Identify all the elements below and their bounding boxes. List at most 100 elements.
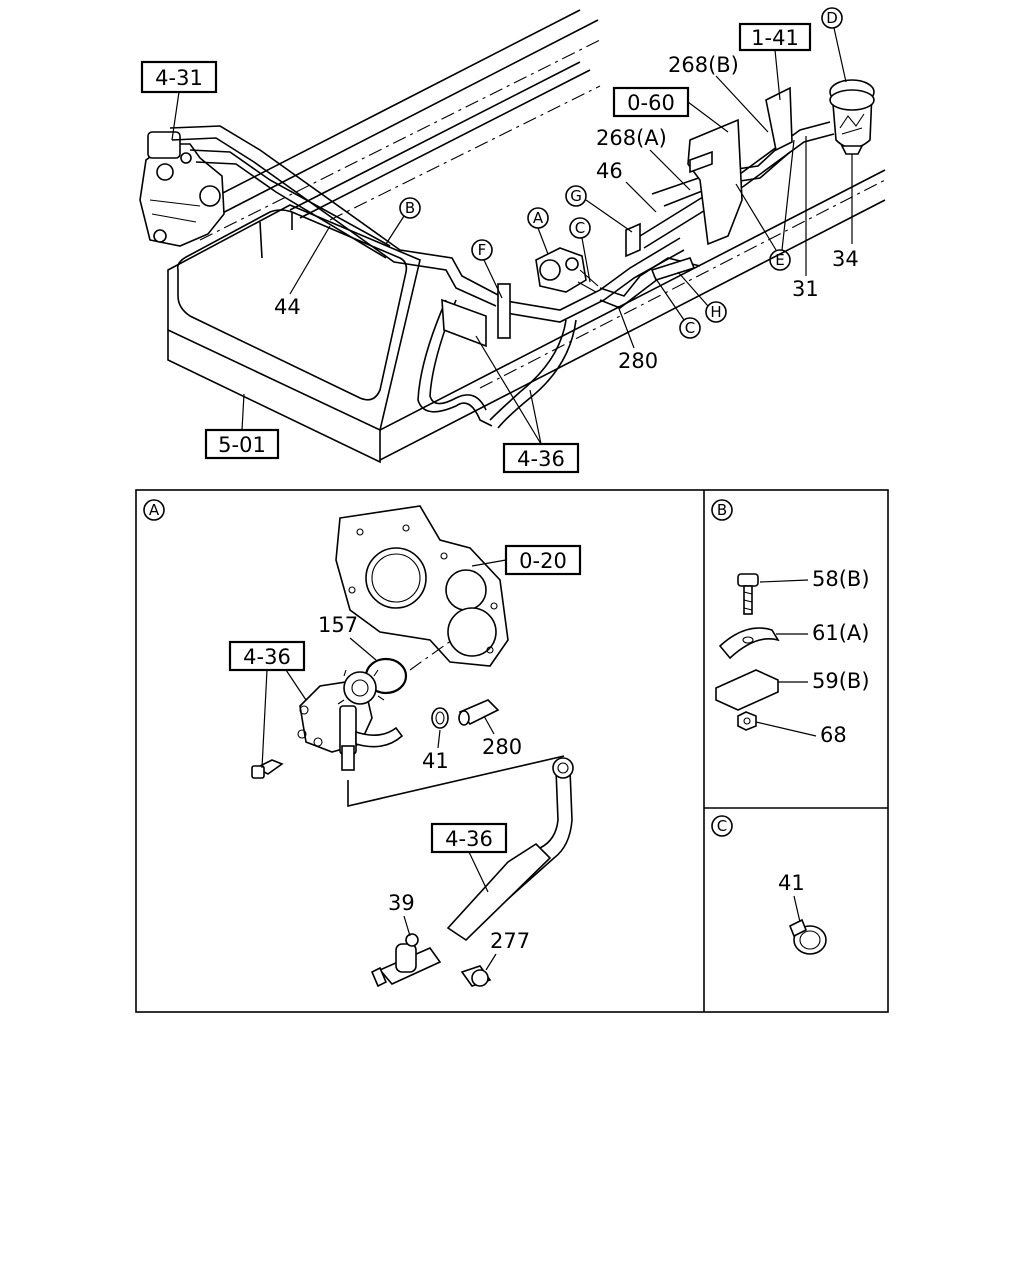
callout-41-detail: 41: [422, 729, 449, 773]
callout-157: 157: [318, 613, 377, 661]
circle-letter-c-detail: C: [711, 815, 733, 837]
return-hoses: [417, 299, 577, 429]
ref-label: 4-31: [155, 66, 203, 90]
nut-68: [737, 711, 757, 731]
svg-text:58(B): 58(B): [812, 567, 870, 591]
detail-a: A: [143, 499, 582, 988]
svg-text:39: 39: [388, 891, 415, 915]
svg-text:61(A): 61(A): [812, 621, 869, 645]
circle-letter-b-detail: B: [711, 499, 733, 521]
svg-text:C: C: [685, 319, 695, 337]
svg-text:31: 31: [792, 277, 819, 301]
circle-letter-f-top: F: [471, 239, 503, 299]
callout-58b: 58(B): [759, 567, 870, 591]
frame-rails: [169, 9, 886, 461]
ref-box-4-36-top: 4-36: [475, 335, 580, 474]
callout-280-detail: 280: [482, 715, 522, 759]
clamp-41: [431, 707, 449, 729]
pump-assembly: [535, 247, 599, 293]
ref-label: 1-41: [751, 26, 799, 50]
circle-letter-b-top: B: [385, 197, 421, 245]
circle-letter-g-top: G: [565, 185, 633, 233]
crossmember: [167, 204, 421, 464]
ref-box-4-36-detail2: 4-36: [430, 822, 508, 893]
brackets: [441, 86, 793, 348]
svg-text:C: C: [717, 817, 727, 835]
callout-59b: 59(B): [778, 669, 870, 693]
svg-text:280: 280: [482, 735, 522, 759]
ref-label: 0-20: [519, 549, 567, 573]
callout-39: 39: [388, 891, 415, 937]
circle-letter-h-top: H: [677, 271, 727, 323]
bolt-pump: [251, 759, 284, 779]
svg-text:B: B: [405, 199, 415, 217]
svg-text:C: C: [575, 219, 585, 237]
callout-34: 34: [832, 154, 859, 271]
bracket-59b: [715, 669, 779, 711]
ref-label: 0-60: [627, 91, 675, 115]
circle-letter-e-top: E: [735, 139, 795, 271]
circle-letter-c-top2: C: [653, 275, 701, 339]
ref-label: 4-36: [445, 827, 493, 851]
svg-text:H: H: [710, 303, 721, 321]
svg-text:B: B: [717, 501, 727, 519]
svg-text:44: 44: [274, 295, 301, 319]
svg-text:D: D: [826, 9, 838, 27]
circle-letter-c-top1: C: [569, 217, 591, 283]
svg-text:268(A): 268(A): [596, 126, 667, 150]
svg-text:157: 157: [318, 613, 358, 637]
svg-text:A: A: [149, 501, 160, 519]
ref-box-1-41: 1-41: [738, 22, 812, 101]
steering-gear-box: [139, 131, 225, 247]
svg-text:A: A: [533, 209, 544, 227]
ref-box-4-31: 4-31: [140, 60, 218, 141]
ref-label: 4-36: [243, 645, 291, 669]
suction-hose: [347, 755, 574, 942]
ref-label: 4-36: [517, 447, 565, 471]
hose-run-44: [169, 125, 501, 307]
hose-280-detail: [458, 699, 500, 726]
callout-280-top: 280: [617, 305, 658, 373]
ref-box-4-36-detail1: 4-36: [228, 640, 307, 769]
callout-41-c: 41: [778, 871, 805, 923]
callout-31: 31: [792, 136, 819, 301]
ref-box-5-01: 5-01: [204, 393, 280, 460]
callout-68: 68: [755, 721, 847, 747]
callout-44: 44: [274, 225, 331, 319]
circle-letter-a-top: A: [527, 207, 549, 255]
hose-clamp-41: [788, 918, 827, 955]
circle-letter-a-detail: A: [143, 499, 165, 521]
svg-text:41: 41: [778, 871, 805, 895]
clip-61a: [718, 627, 780, 660]
svg-text:E: E: [775, 251, 784, 269]
gear-case-cover: [335, 505, 509, 667]
bolt-58b: [737, 573, 759, 615]
svg-text:G: G: [570, 187, 582, 205]
detail-b: B 58(B) 61(A) 59(B): [711, 499, 870, 747]
ref-label: 5-01: [218, 433, 266, 457]
svg-text:41: 41: [422, 749, 449, 773]
svg-text:68: 68: [820, 723, 847, 747]
detail-c: C 41: [711, 815, 827, 955]
power-steering-pump: [297, 669, 404, 771]
oil-reservoir: [829, 79, 875, 155]
callout-277: 277: [485, 929, 530, 971]
svg-text:59(B): 59(B): [812, 669, 870, 693]
pipe-fitting-39: [370, 933, 442, 988]
callout-268b: 268(B): [668, 53, 769, 133]
bolt-277: [460, 965, 492, 987]
callout-268a: 268(A): [596, 126, 691, 191]
svg-text:46: 46: [596, 159, 623, 183]
svg-text:F: F: [478, 241, 487, 259]
svg-text:277: 277: [490, 929, 530, 953]
ref-box-0-60: 0-60: [612, 86, 729, 133]
svg-text:268(B): 268(B): [668, 53, 739, 77]
hose-run-280: [499, 121, 835, 323]
ref-box-0-20: 0-20: [471, 544, 582, 576]
callout-61a: 61(A): [776, 621, 869, 645]
svg-text:34: 34: [832, 247, 859, 271]
callout-46: 46: [596, 159, 657, 213]
detail-panel-frame: [135, 489, 889, 1013]
circle-letter-d-top: D: [821, 7, 847, 83]
